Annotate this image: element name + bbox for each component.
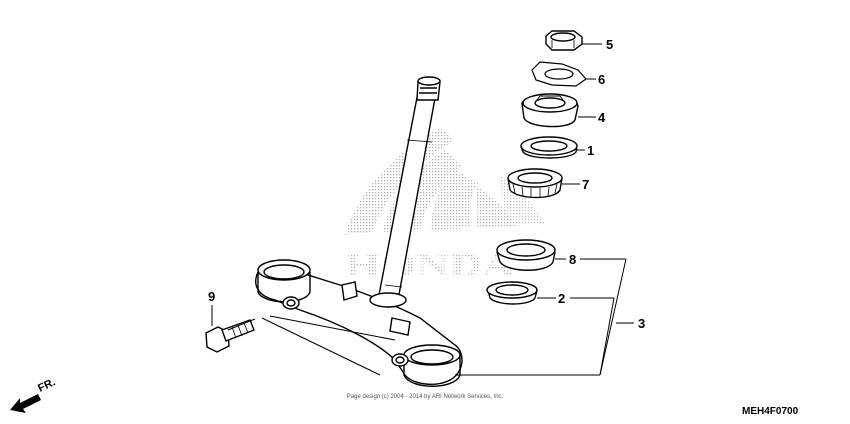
callout-1: 1: [587, 143, 594, 158]
callout-9: 9: [208, 289, 215, 304]
copyright-notice: Page design (c) 2004 - 2014 by ARI Netwo…: [346, 394, 504, 400]
dust-seal-1: [520, 136, 578, 159]
bottom-bridge: [255, 259, 463, 387]
honda-watermark-text: HONDA: [345, 247, 516, 284]
lock-nut-5: [545, 30, 583, 51]
dust-seal-2: [486, 281, 538, 305]
callout-2: 2: [558, 291, 565, 306]
steering-stem: [377, 76, 441, 301]
front-direction-label: FR.: [36, 376, 57, 394]
callout-3: 3: [638, 316, 645, 331]
adjusting-nut-4: [521, 93, 579, 128]
callout-8: 8: [569, 252, 576, 267]
callout-6: 6: [598, 72, 605, 87]
lock-washer-6: [531, 61, 587, 87]
bearing-race-8: [496, 239, 556, 271]
bolt-9: [205, 319, 255, 353]
callout-5: 5: [606, 37, 613, 52]
diagram-code: MEH4F0700: [742, 406, 799, 417]
callout-4: 4: [598, 110, 606, 125]
front-direction-arrow-icon: [10, 394, 41, 413]
callout-7: 7: [582, 177, 589, 192]
steering-bearing-7: [507, 168, 563, 199]
leader-lines: [211, 43, 634, 376]
